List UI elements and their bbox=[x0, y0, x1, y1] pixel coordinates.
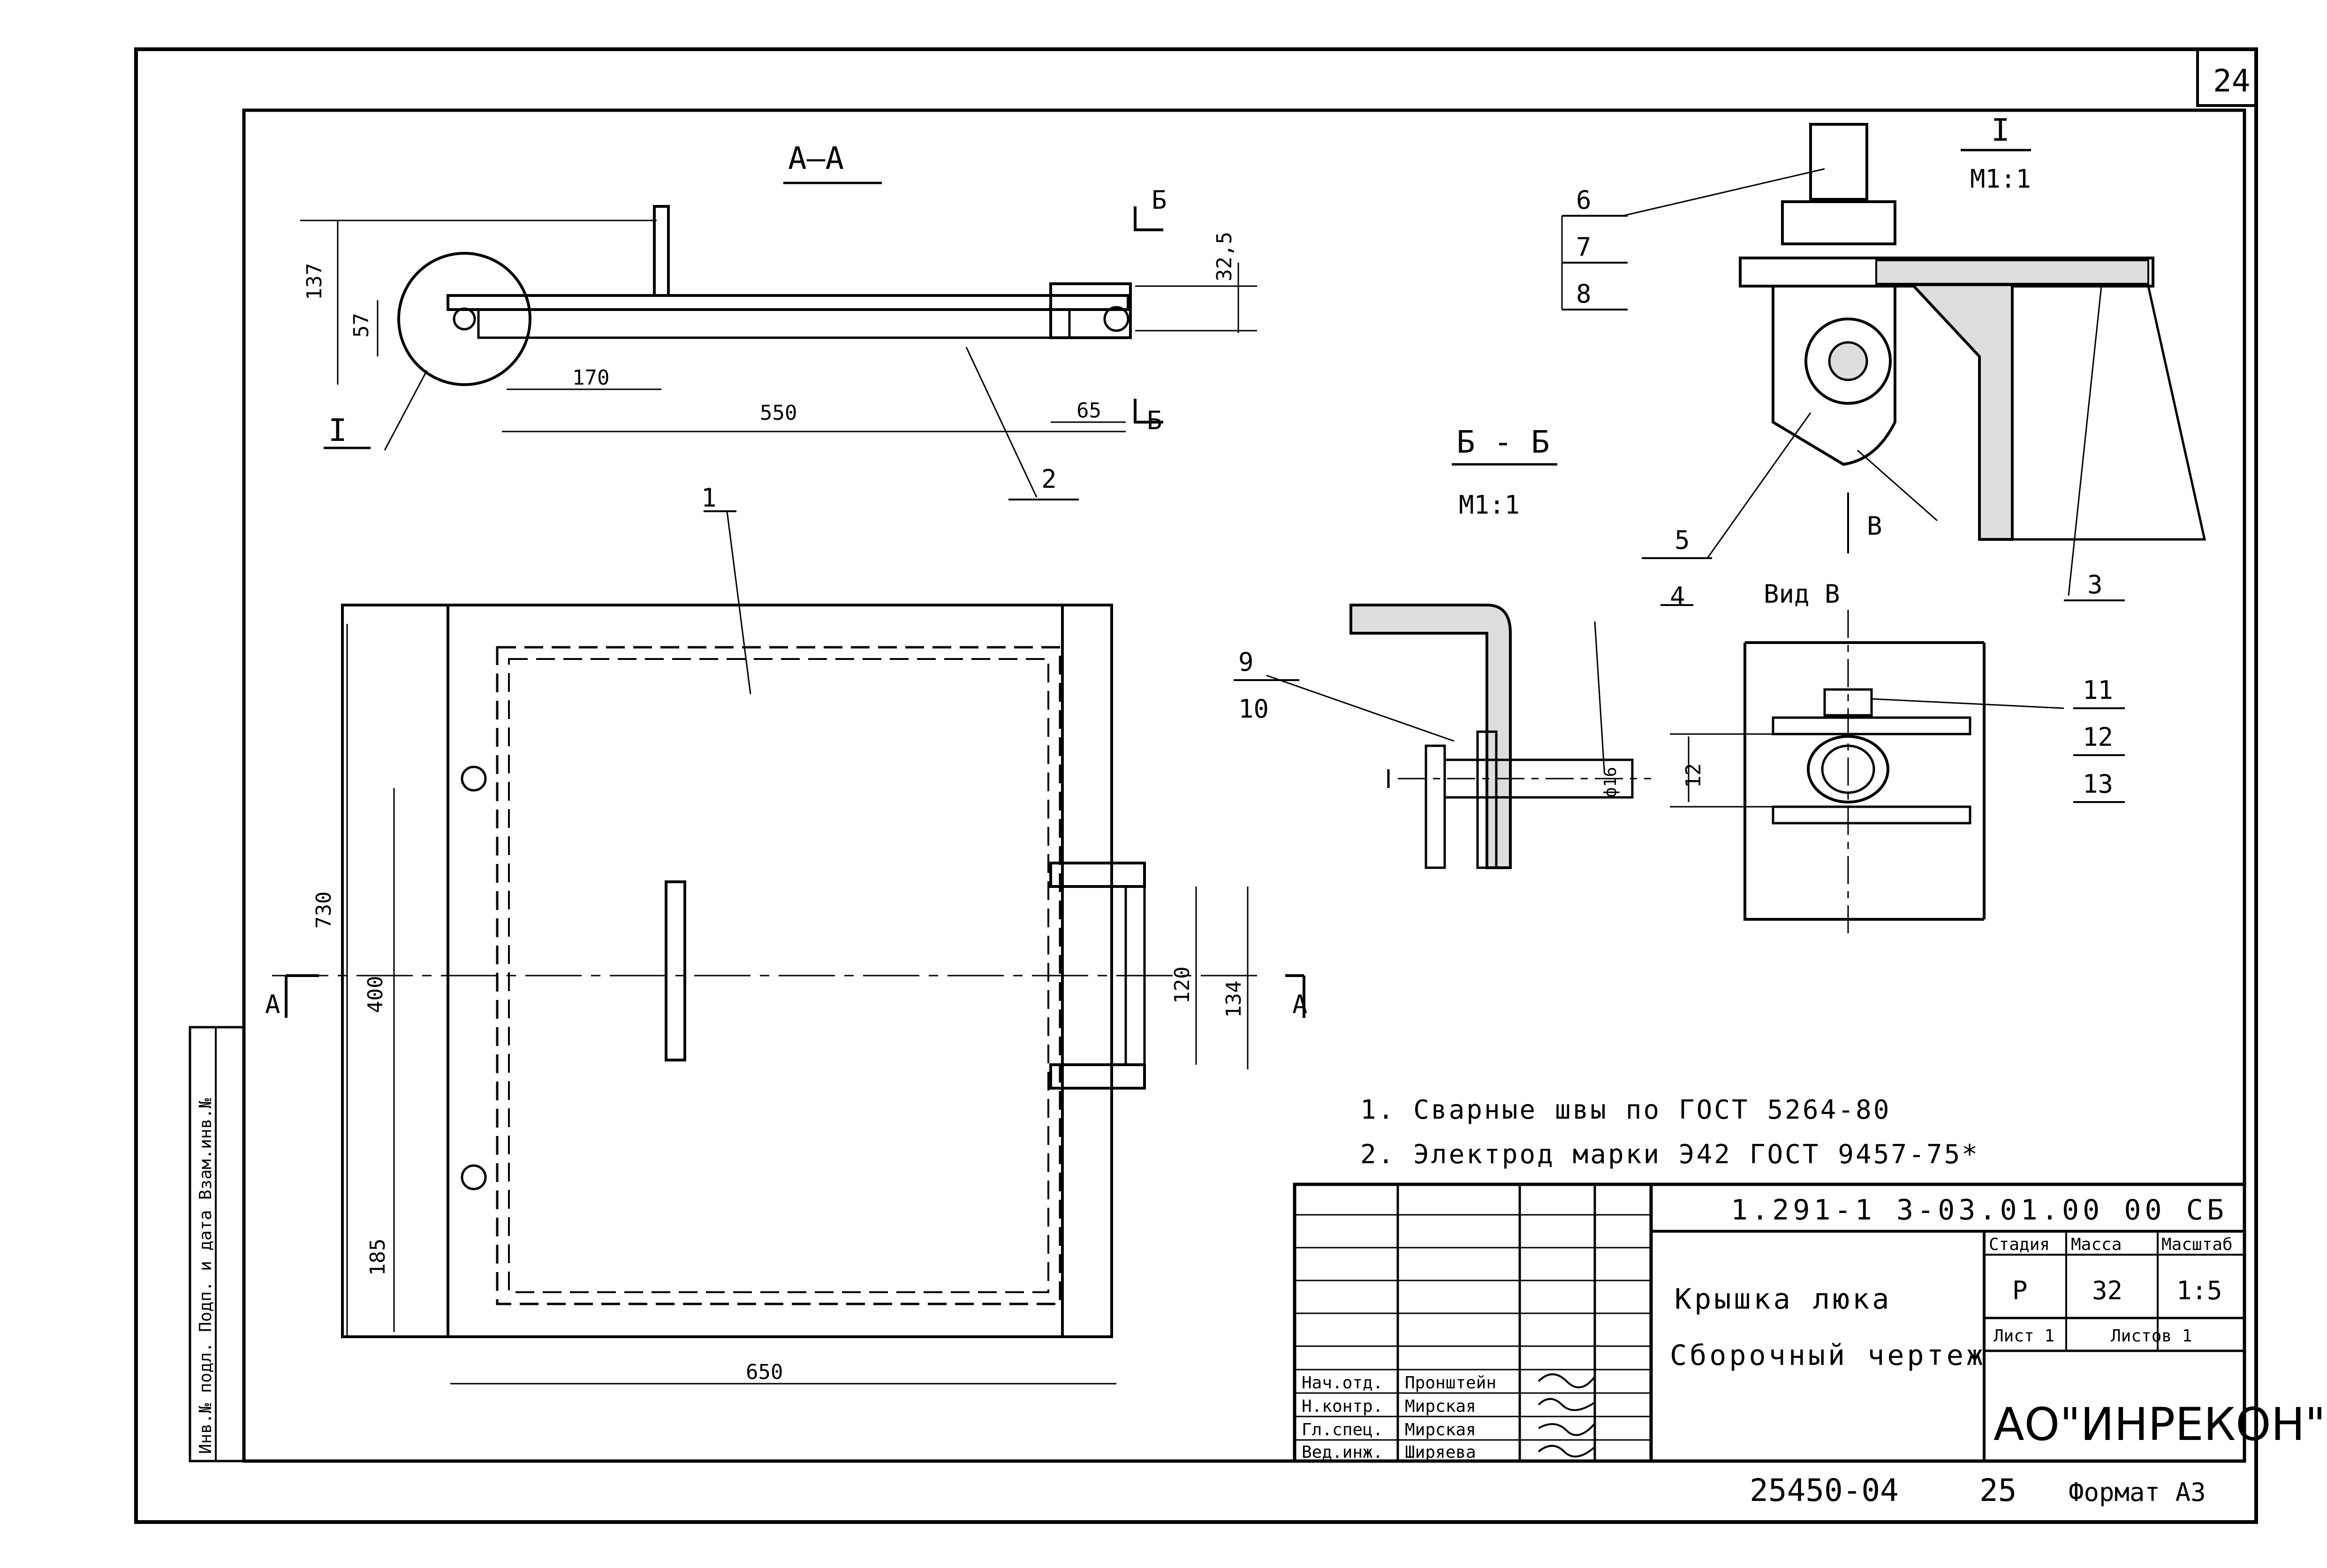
part-13-callout: 13 bbox=[2083, 769, 2113, 799]
dim-730: 730 bbox=[312, 892, 336, 929]
role-1: Н.контр. bbox=[1302, 1397, 1383, 1416]
cut-a-label-right: А bbox=[1292, 990, 1308, 1019]
company-name: АО"ИНРЕКОН" bbox=[1993, 1398, 2326, 1451]
section-aa-view: А–А bbox=[300, 140, 1257, 498]
name-1: Мирская bbox=[1405, 1397, 1476, 1416]
part-11-callout: 11 bbox=[2083, 675, 2113, 705]
dim-550: 550 bbox=[760, 401, 797, 425]
svg-text:Инв.№ подл. Подп. и дата Вза: Инв.№ подл. Подп. и дата Взам.инв.№ bbox=[196, 1098, 215, 1454]
view-v-label: Вид В bbox=[1764, 579, 1840, 609]
inner-frame bbox=[242, 108, 2246, 1463]
bottom-number: 25 bbox=[1979, 1472, 2016, 1508]
doc-code: 1.291-1 3-03.01.00 00 СБ bbox=[1731, 1194, 2228, 1227]
sheet-number: 24 bbox=[2213, 63, 2250, 99]
part-4-callout: 4 bbox=[1670, 582, 1685, 611]
dim-134: 134 bbox=[1222, 981, 1246, 1018]
scale-header: Масштаб bbox=[2161, 1235, 2233, 1254]
dim-170: 170 bbox=[572, 366, 609, 390]
part-2-callout: 2 bbox=[1041, 464, 1057, 494]
part-5-callout: 5 bbox=[1675, 525, 1690, 555]
mass-header: Масса bbox=[2071, 1235, 2122, 1254]
dim-65: 65 bbox=[1076, 399, 1101, 423]
view-v-view bbox=[1670, 610, 2125, 933]
drawing-title-line2: Сборочный чертеж bbox=[1670, 1339, 1986, 1372]
name-3: Ширяева bbox=[1405, 1443, 1476, 1462]
outer-frame bbox=[134, 47, 2258, 1524]
mass-value: 32 bbox=[2092, 1276, 2122, 1305]
dim-650: 650 bbox=[746, 1360, 783, 1384]
part-9-callout: 9 bbox=[1238, 647, 1254, 677]
plan-view bbox=[272, 510, 1305, 1385]
role-2: Гл.спец. bbox=[1302, 1420, 1383, 1439]
signatures bbox=[1538, 1373, 1596, 1458]
cut-b-label-top: Б bbox=[1152, 185, 1167, 215]
dim-185: 185 bbox=[366, 1239, 390, 1276]
role-3: Вед.инж. bbox=[1302, 1443, 1383, 1462]
drawing-title-line1: Крышка люка bbox=[1675, 1283, 1892, 1316]
note-2: 2. Электрод марки Э42 ГОСТ 9457-75* bbox=[1360, 1139, 1979, 1170]
side-stamp: Инв.№ подл. Подп. и дата Взам.инв.№ bbox=[189, 1026, 245, 1462]
sheet-number-box bbox=[2196, 49, 2256, 107]
sheets-label: Листов 1 bbox=[2111, 1326, 2192, 1346]
cut-b-label-bottom: Б bbox=[1147, 406, 1162, 435]
format-label: Формат А3 bbox=[2069, 1477, 2206, 1507]
role-0: Нач.отд. bbox=[1302, 1373, 1383, 1393]
name-0: Пронштейн bbox=[1405, 1373, 1496, 1393]
section-bb-view bbox=[1234, 604, 1693, 869]
section-bb-scale: М1:1 bbox=[1459, 490, 1520, 520]
detail-i-view bbox=[1561, 123, 2206, 601]
scale-value: 1:5 bbox=[2176, 1276, 2222, 1305]
section-aa-label: А–А bbox=[788, 140, 844, 176]
detail-i-callout: I bbox=[328, 412, 347, 448]
part-3-callout: 3 bbox=[2087, 570, 2103, 599]
dim-12: 12 bbox=[1682, 763, 1705, 788]
part-7-callout: 7 bbox=[1576, 232, 1592, 262]
detail-i-scale: М1:1 bbox=[1970, 164, 2031, 194]
dim-32-5: 32,5 bbox=[1213, 232, 1236, 281]
name-2: Мирская bbox=[1405, 1420, 1476, 1439]
dim-400: 400 bbox=[364, 976, 387, 1013]
detail-i-label: I bbox=[1991, 112, 2010, 148]
part-10-callout: 10 bbox=[1238, 694, 1269, 724]
section-bb-label: Б - Б bbox=[1456, 424, 1550, 460]
stage-header: Стадия bbox=[1989, 1235, 2050, 1254]
cut-v-label: В bbox=[1867, 511, 1882, 541]
note-1: 1. Сварные швы по ГОСТ 5264-80 bbox=[1360, 1095, 1891, 1125]
sheet-label: Лист 1 bbox=[1993, 1326, 2054, 1346]
dim-137: 137 bbox=[303, 263, 326, 300]
part-6-callout: 6 bbox=[1576, 185, 1592, 215]
part-8-callout: 8 bbox=[1576, 279, 1592, 309]
part-12-callout: 12 bbox=[2083, 722, 2113, 752]
part-1-callout: 1 bbox=[701, 483, 717, 513]
dim-57: 57 bbox=[349, 313, 373, 338]
dim-16: ф16 bbox=[1601, 767, 1620, 797]
dim-120: 120 bbox=[1170, 967, 1194, 1004]
title-block bbox=[1293, 1182, 2246, 1463]
bottom-code: 25450-04 bbox=[1750, 1472, 1899, 1508]
stage-value: Р bbox=[2012, 1276, 2028, 1305]
cut-a-label-left: А bbox=[265, 990, 280, 1019]
